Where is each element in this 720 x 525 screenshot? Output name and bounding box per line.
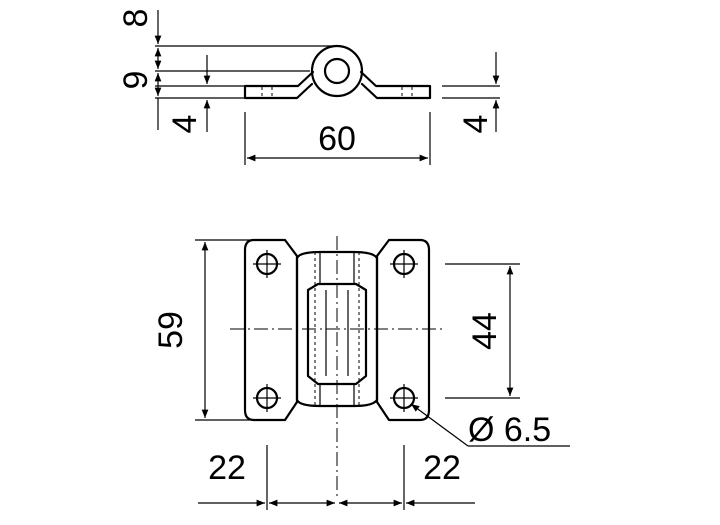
dim-side-4-right: 4	[457, 115, 495, 134]
dim-side-9: 9	[117, 71, 155, 90]
dim-side-8: 8	[117, 9, 155, 28]
front-extension-lines	[195, 239, 520, 510]
dim-front-hole-diameter: Ø 6.5	[468, 411, 551, 449]
dim-front-59: 59	[152, 311, 190, 349]
front-knuckle-cutout	[306, 282, 368, 386]
dim-front-22-right: 22	[423, 449, 461, 487]
front-dimension-lines	[198, 242, 570, 507]
side-view: 8 9 4 4 60	[117, 9, 500, 165]
dim-front-22-left: 22	[208, 449, 246, 487]
front-right-leaf	[375, 238, 431, 422]
side-left-leaf	[243, 70, 315, 100]
front-view: 59 44 Ø 6.5 22 22	[152, 236, 570, 510]
side-hole-hatching	[261, 87, 413, 97]
side-knuckle-outer	[310, 44, 364, 98]
dim-front-44: 44	[466, 312, 504, 350]
front-holes	[253, 250, 418, 412]
dim-side-4-left: 4	[166, 115, 204, 134]
front-left-leaf	[243, 238, 299, 422]
front-pin-hidden-lines	[314, 252, 360, 406]
side-dimension-lines	[154, 10, 500, 162]
front-knuckle-segments	[319, 252, 355, 406]
front-center-lines	[230, 236, 445, 500]
dim-side-60: 60	[318, 120, 356, 158]
side-knuckle-inner	[323, 57, 351, 85]
side-extension-lines	[155, 45, 500, 165]
side-right-leaf	[359, 70, 432, 100]
